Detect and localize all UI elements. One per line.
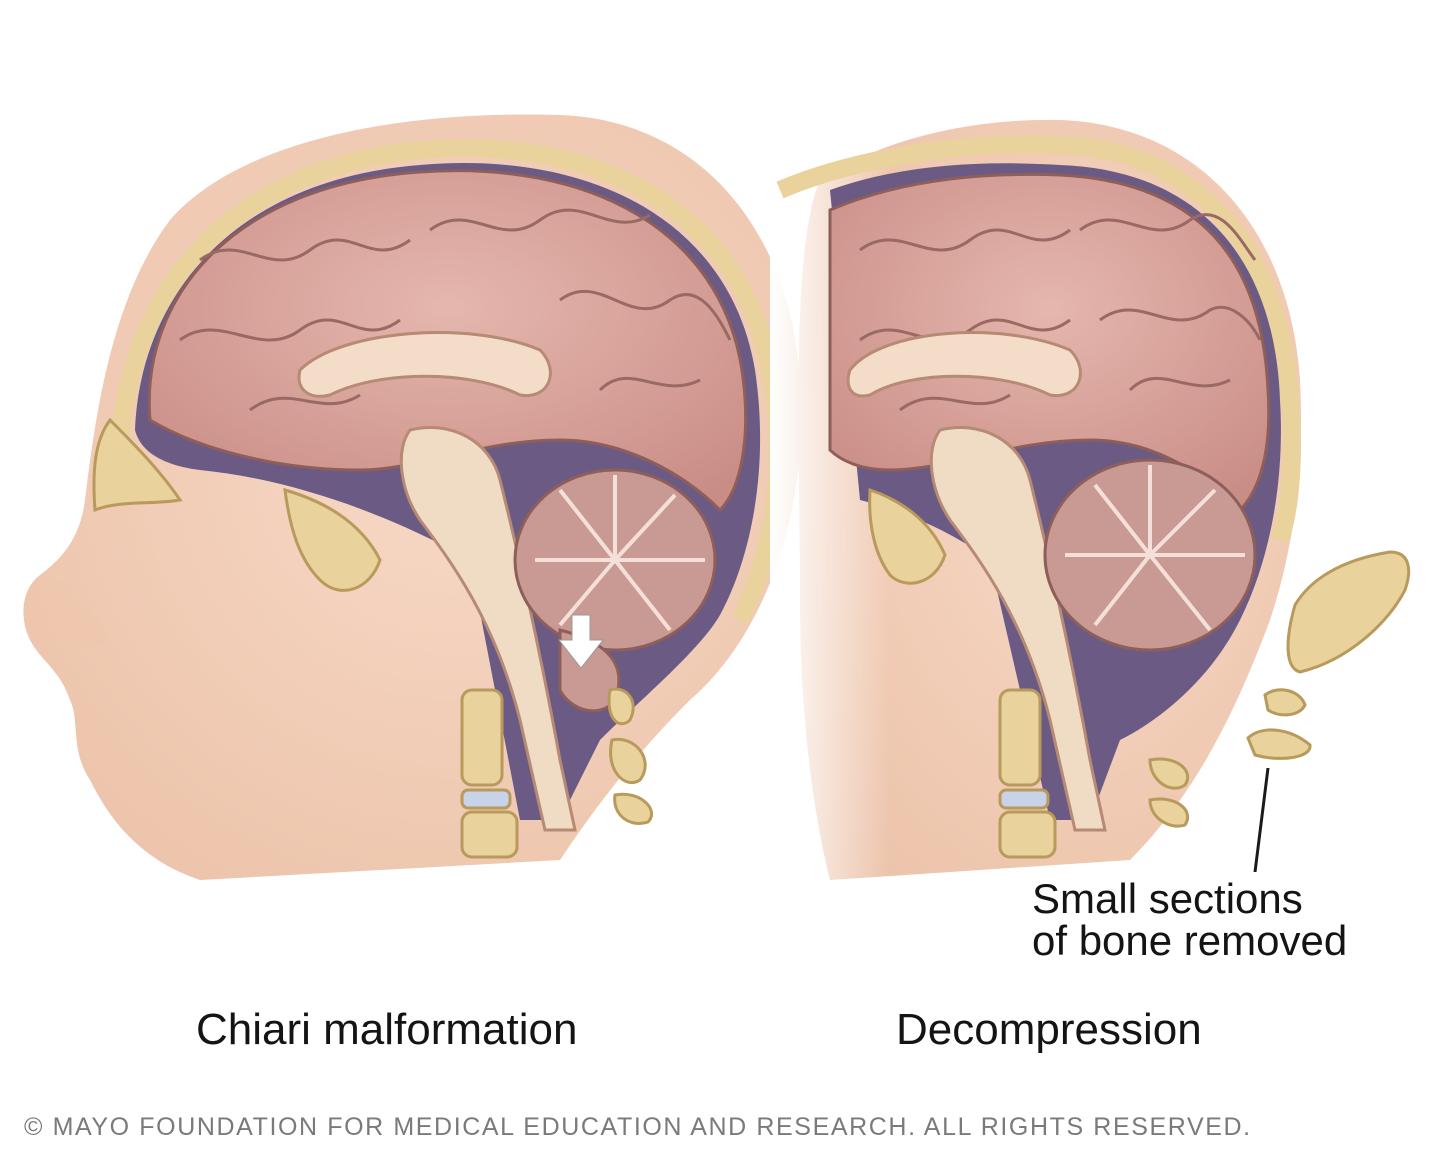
removed-small-piece-1 <box>1263 688 1307 717</box>
right-corpus-callosum <box>846 331 1082 398</box>
left-gyri <box>179 208 732 412</box>
left-nose <box>31 580 110 648</box>
left-brainstem <box>399 425 577 832</box>
right-gyri <box>859 213 1262 412</box>
bone-annotation-line1: Small sections <box>1032 875 1303 922</box>
caption-decompression: Decompression <box>896 1005 1202 1054</box>
removed-small-piece-2 <box>1246 728 1312 760</box>
left-cerebellum-folia <box>535 475 705 632</box>
right-head <box>770 100 1411 900</box>
left-head <box>23 114 802 881</box>
left-vertebrae <box>460 687 654 859</box>
copyright-notice: © MAYO FOUNDATION FOR MEDICAL EDUCATION … <box>24 1113 1252 1141</box>
removed-bone-pieces <box>1246 550 1411 760</box>
left-down-arrow-icon <box>557 614 605 669</box>
right-vertebrae <box>998 688 1189 859</box>
removed-occipital-piece <box>1286 550 1411 674</box>
annotation-leader-line <box>1253 767 1270 873</box>
right-cerebellum-folia <box>1065 465 1245 632</box>
left-corpus-callosum <box>297 331 552 398</box>
right-brainstem <box>929 425 1107 832</box>
right-skull-bone <box>776 135 1301 543</box>
bone-annotation-line2: of bone removed <box>1032 917 1348 964</box>
left-frontal-bone <box>92 417 183 513</box>
bone-removed-annotation: Small sections of bone removed <box>1032 878 1347 962</box>
left-sphenoid-bone <box>283 487 382 592</box>
right-sphenoid-bone <box>868 487 947 585</box>
caption-chiari-malformation: Chiari malformation <box>196 1005 578 1054</box>
